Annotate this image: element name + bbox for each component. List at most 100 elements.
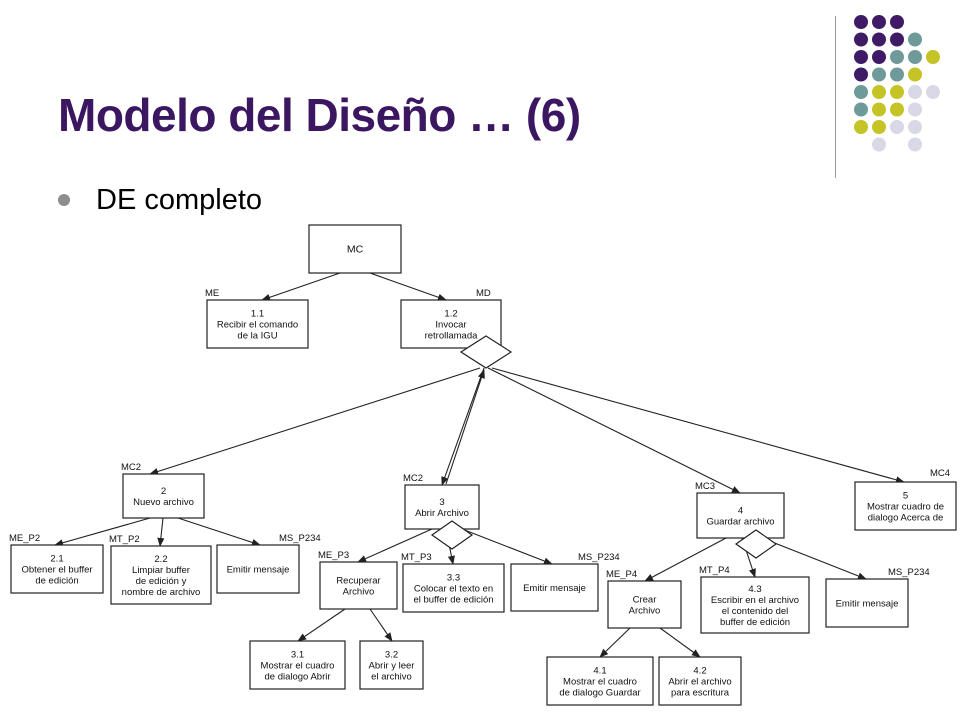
node-label: Archivo [343,587,375,598]
node-label: Obtener el buffer [21,565,92,576]
node-label: 3 [439,497,444,508]
bullet-item: DE completo [58,180,262,220]
node-label: 3.3 [447,573,460,584]
slide-title: Modelo del Diseño … (6) [58,89,581,141]
node-label: de edición [35,576,78,587]
node-label: buffer de edición [720,617,790,628]
node-label: Mostrar el cuadro [261,661,335,672]
node-label: Invocar [435,320,466,331]
node-label: Crear [633,595,657,606]
node-box [319,561,398,610]
node-label: el buffer de edición [413,595,493,606]
node-label: el archivo [371,672,412,683]
node-label: Guardar archivo [706,517,774,528]
node-box [825,578,909,628]
decision-diamond-3 [430,520,474,550]
node-label: Mostrar cuadro de [867,502,944,513]
decorative-vertical-line [835,16,836,178]
edge-n4-n4_e [761,537,867,580]
node-box [216,544,300,594]
node-box [402,563,505,613]
node-label: Nuevo archivo [133,497,194,508]
node-tag: MT_P3 [401,552,432,563]
node-n3_e: Emitir mensaje MS_P234 [510,552,620,612]
node-label: retrollamada [425,331,479,342]
node-label: 4.1 [593,666,606,677]
edge-n1_2-n3 [441,367,485,486]
edge-n2-n2_2 [157,517,165,547]
node-label: 1.1 [251,309,264,320]
decision-diamond-1_2 [459,335,513,369]
node-label: 4.2 [693,666,706,677]
node-tag: MC3 [695,481,715,492]
node-tag: MT_P2 [109,534,140,545]
node-box [122,473,205,519]
node-label: 1.2 [444,309,457,320]
node-tag: MS_P234 [578,552,620,563]
edge-mc-n1_1 [261,272,341,301]
edge-n4_a-n4_1 [599,627,631,658]
edge-n4-n4_a [644,537,727,582]
node-mc: MC [308,224,402,274]
edge-n3-n3_a [357,528,433,563]
node-tag: MS_P234 [888,567,930,578]
edge-n3_a-n3_1 [297,608,346,642]
node-tag: ME_P4 [606,569,637,580]
node-label: dialogo Acerca de [868,513,944,524]
node-label: Mostrar el cuadro [563,677,637,688]
node-label: para escritura [671,688,730,699]
node-label: de la IGU [237,331,277,342]
node-tag: MC2 [121,462,141,473]
bullet-icon [58,194,70,206]
node-label: 3.2 [385,650,398,661]
node-box [359,640,424,690]
node-tag: MS_P234 [279,533,321,544]
node-label: Limpiar buffer [132,565,190,576]
node-label: nombre de archivo [122,587,201,598]
node-label: 2 [161,486,166,497]
node-box [546,656,654,706]
edge-n2-n2_3 [177,517,261,546]
node-label: de dialogo Guardar [559,688,640,699]
node-label: Recuperar [336,576,380,587]
node-label: Recibir el comando [217,320,298,331]
node-label: Colocar el texto en [414,584,493,595]
bullet-text: DE completo [96,183,263,216]
node-box [10,544,104,594]
node-label: 4.3 [748,584,761,595]
node-tag: ME_P2 [9,533,40,544]
node-box [110,545,212,605]
node-box [510,563,599,612]
node-box [696,492,785,539]
node-box [854,481,957,531]
node-label: 3.1 [291,650,304,661]
node-box [607,580,682,629]
node-label: 2.1 [50,554,63,565]
node-box [206,299,309,349]
node-tag: ME [205,288,219,299]
node-tag: MC4 [930,468,950,479]
node-label: Abrir y leer [369,661,415,672]
node-label: Emitir mensaje [523,583,586,594]
node-label: Escribir en el archivo [711,595,799,606]
node-label: 4 [738,506,743,517]
edge-n2-n2_1 [54,517,151,547]
node-label: Emitir mensaje [227,565,290,576]
node-label: 2.2 [154,554,167,565]
node-label: Archivo [629,606,661,617]
